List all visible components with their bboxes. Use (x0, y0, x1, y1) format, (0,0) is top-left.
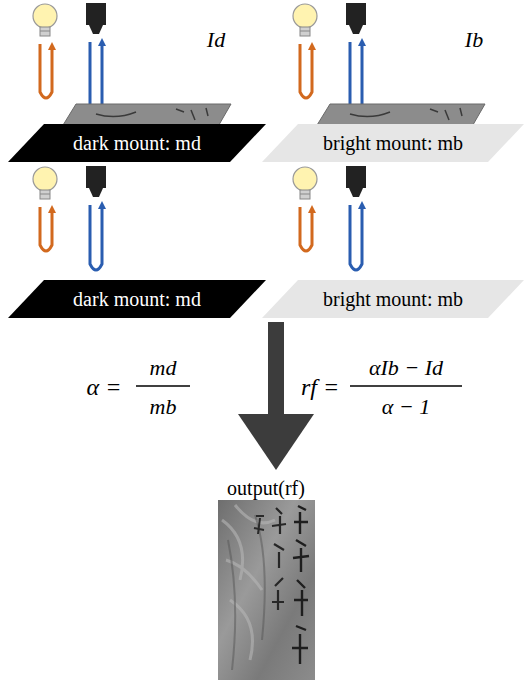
mount-label: dark mount: md (73, 288, 201, 311)
formula-text: αIb − Id (369, 355, 443, 381)
fraction-bar (136, 385, 190, 386)
bright-mount: bright mount: mb (262, 124, 524, 162)
light-path (90, 42, 102, 114)
dark-mount: dark mount: md (8, 280, 266, 318)
light-bulb (33, 4, 57, 36)
output-image (218, 500, 315, 680)
camera (346, 3, 366, 34)
light-path (350, 42, 362, 114)
dark-mount: dark mount: md (8, 124, 266, 162)
light-bulb (293, 4, 317, 36)
document-ink (96, 108, 208, 120)
formula-text: md (150, 355, 177, 381)
document-ink (350, 108, 462, 120)
process-arrow (268, 322, 284, 416)
image-symbol: Id (207, 27, 225, 53)
camera (346, 166, 366, 197)
light-path (40, 44, 52, 98)
light-path (90, 205, 102, 270)
mount-label: dark mount: md (73, 132, 201, 155)
light-path (40, 207, 52, 251)
light-bulb (293, 167, 317, 199)
light-bulb (33, 167, 57, 199)
formula-text: α = (87, 374, 122, 401)
image-symbol: Ib (465, 27, 483, 53)
camera (86, 3, 106, 34)
bright-mount: bright mount: mb (262, 280, 524, 318)
camera (86, 166, 106, 197)
light-path (350, 205, 362, 270)
mount-label: bright mount: mb (323, 288, 463, 311)
formula-text: mb (150, 394, 177, 420)
output-label: output(rf) (227, 477, 305, 500)
fraction-bar (350, 385, 462, 386)
mount-label: bright mount: mb (323, 132, 463, 155)
light-path (300, 207, 312, 251)
formula-text: α − 1 (382, 394, 430, 420)
process-arrow-head (238, 414, 314, 470)
light-path (300, 44, 312, 98)
formula-text: rf = (301, 374, 339, 401)
